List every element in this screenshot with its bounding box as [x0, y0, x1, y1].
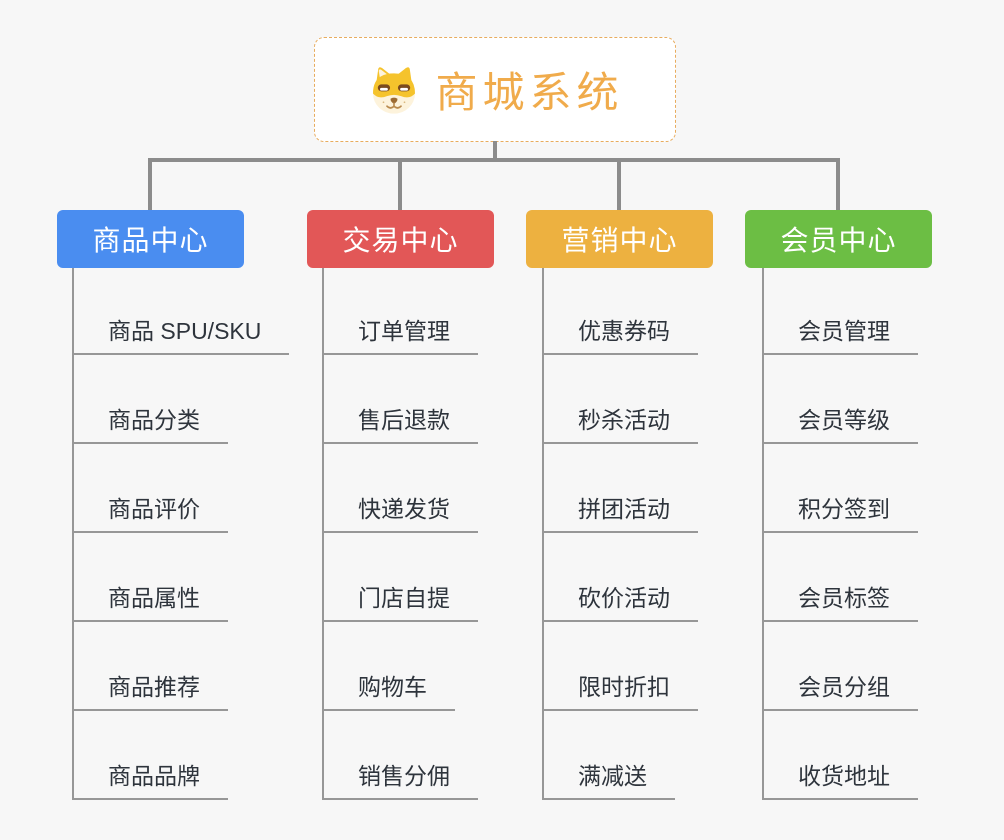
leaf-node[interactable]: 秒杀活动 — [544, 407, 698, 444]
leaf-node[interactable]: 满减送 — [544, 763, 675, 800]
branch-node-member-center[interactable]: 会员中心 — [745, 210, 932, 268]
leaf-node[interactable]: 商品品牌 — [74, 763, 228, 800]
branch-column-member: 会员管理 会员等级 积分签到 会员标签 会员分组 收货地址 — [762, 268, 918, 800]
branch-label: 商品中心 — [92, 225, 209, 256]
leaf-node[interactable]: 拼团活动 — [544, 496, 698, 533]
connector-root-stem — [493, 141, 497, 162]
leaf-node[interactable]: 会员等级 — [764, 407, 918, 444]
leaf-node[interactable]: 会员标签 — [764, 585, 918, 622]
leaf-node[interactable]: 商品属性 — [74, 585, 228, 622]
leaf-node[interactable]: 商品推荐 — [74, 674, 228, 711]
connector-drop-product — [148, 158, 152, 210]
branch-label: 会员中心 — [780, 225, 897, 256]
leaf-node[interactable]: 限时折扣 — [544, 674, 698, 711]
branch-column-product: 商品 SPU/SKU 商品分类 商品评价 商品属性 商品推荐 商品品牌 — [72, 268, 290, 800]
leaf-node[interactable]: 购物车 — [324, 674, 455, 711]
root-node-mall-system[interactable]: 商城系统 — [314, 37, 676, 142]
branch-label: 交易中心 — [342, 225, 459, 256]
leaf-node[interactable]: 订单管理 — [324, 318, 478, 355]
branch-node-product-center[interactable]: 商品中心 — [57, 210, 244, 268]
leaf-node[interactable]: 快递发货 — [324, 496, 478, 533]
leaf-node[interactable]: 售后退款 — [324, 407, 478, 444]
leaf-node[interactable]: 商品评价 — [74, 496, 228, 533]
leaf-node[interactable]: 砍价活动 — [544, 585, 698, 622]
leaf-node[interactable]: 会员分组 — [764, 674, 918, 711]
connector-horizontal-bus — [148, 158, 840, 162]
connector-drop-marketing — [617, 158, 621, 210]
connector-drop-trade — [398, 158, 402, 210]
leaf-node[interactable]: 商品 SPU/SKU — [74, 318, 290, 355]
leaf-node[interactable]: 门店自提 — [324, 585, 478, 622]
root-title: 商城系统 — [435, 69, 624, 116]
dog-icon — [373, 66, 416, 114]
leaf-node[interactable]: 积分签到 — [764, 496, 918, 533]
branch-node-trade-center[interactable]: 交易中心 — [307, 210, 494, 268]
leaf-node[interactable]: 收货地址 — [764, 763, 918, 800]
branch-node-marketing-center[interactable]: 营销中心 — [526, 210, 713, 268]
branch-label: 营销中心 — [561, 225, 678, 256]
leaf-node[interactable]: 会员管理 — [764, 318, 918, 355]
connector-drop-member — [836, 158, 840, 210]
branch-column-marketing: 优惠券码 秒杀活动 拼团活动 砍价活动 限时折扣 满减送 — [542, 268, 698, 800]
branch-column-trade: 订单管理 售后退款 快递发货 门店自提 购物车 销售分佣 — [322, 268, 478, 800]
leaf-node[interactable]: 商品分类 — [74, 407, 228, 444]
leaf-node[interactable]: 销售分佣 — [324, 763, 478, 800]
leaf-node[interactable]: 优惠券码 — [544, 318, 698, 355]
